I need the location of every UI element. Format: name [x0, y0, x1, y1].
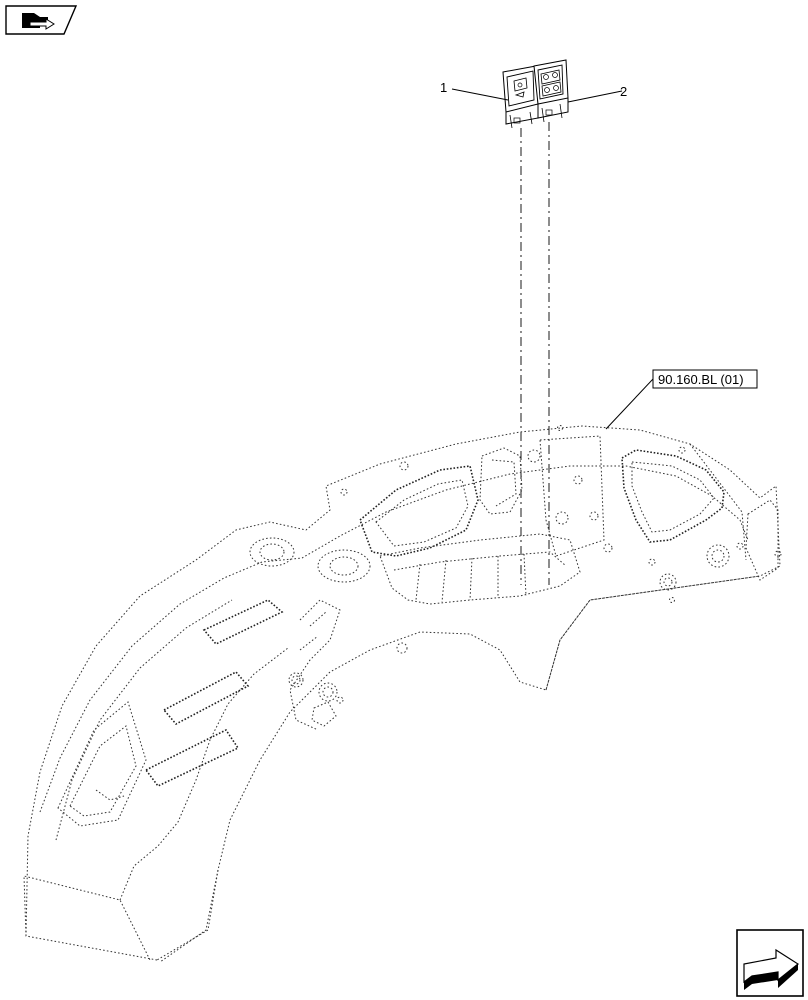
- next-page-arrow-icon[interactable]: [736, 929, 804, 997]
- switch-1[interactable]: [502, 65, 539, 129]
- switch-2[interactable]: [533, 59, 569, 123]
- switch-assembly: [502, 59, 569, 129]
- callout-2-number: 2: [620, 84, 627, 99]
- callout-1-number: 1: [440, 80, 447, 95]
- book-arrow-icon[interactable]: [5, 5, 78, 35]
- fender-body: [23, 425, 782, 963]
- reference-leader: [605, 378, 654, 430]
- callout-2-leader: [567, 90, 623, 103]
- reference-label-box[interactable]: 90.160.BL (01): [652, 369, 758, 389]
- callout-1-leader: [451, 88, 509, 101]
- reference-label: 90.160.BL (01): [658, 372, 744, 387]
